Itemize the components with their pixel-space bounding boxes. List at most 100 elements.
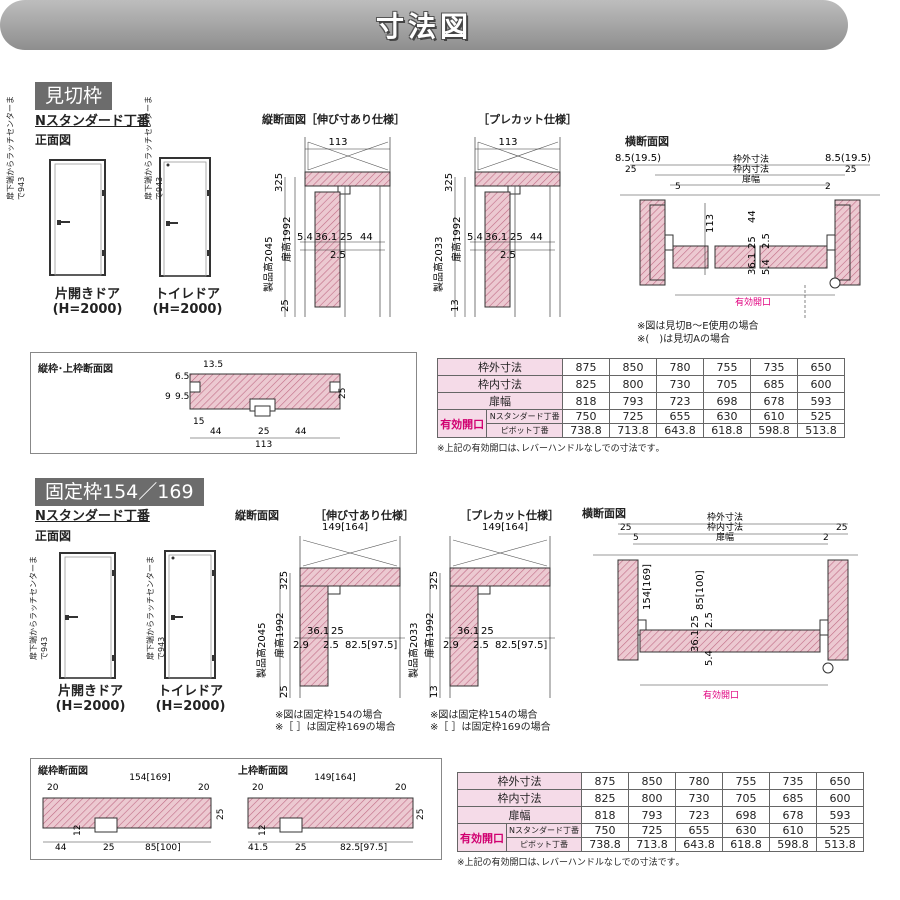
dim-82-5: 82.5[97.5] bbox=[345, 640, 397, 651]
dim-2-5: 2.5 bbox=[500, 250, 516, 261]
section2-label: 固定枠154／169 bbox=[35, 478, 204, 506]
section1-front-view-title: 正面図 bbox=[35, 133, 72, 147]
section1-vertical-section-stretch: 113 325 製品高2045 扉高1992 5.4 36.1 25 44 2.… bbox=[262, 137, 391, 317]
dim-113-h: 113 bbox=[705, 214, 716, 233]
section1-door2-label: トイレドア(H=2000) bbox=[152, 287, 223, 317]
dim-25: 25 bbox=[331, 626, 344, 637]
section1-precut-title: ［プレカット仕様］ bbox=[478, 113, 577, 126]
section2-latch-note-1: 扉下端からラッチセンターまで943 bbox=[29, 556, 49, 660]
dim-outer: 枠外寸法 bbox=[707, 511, 743, 523]
section2-frame-vert-drawing: 154[169] 20 20 12 25 44 25 85[100] bbox=[42, 773, 226, 853]
dim-25-left: 25 bbox=[620, 523, 631, 533]
dim-8-5-left: 8.5(19.5) bbox=[615, 153, 661, 164]
dim-325: 325 bbox=[274, 173, 285, 192]
dim-44: 44 bbox=[530, 232, 543, 243]
section1-subtitle: Nスタンダード丁番 bbox=[35, 114, 150, 129]
dim-door-height: 扉高1992 bbox=[280, 217, 293, 262]
dim-2-5-h: 2.5 bbox=[704, 612, 715, 628]
section1-vertical-section-title: 縦断面図［伸び寸あり仕様］ bbox=[262, 113, 405, 126]
dim-41-5: 41.5 bbox=[248, 843, 268, 853]
dim-149: 149[164] bbox=[482, 522, 528, 533]
dim-2-5: 2.5 bbox=[323, 640, 339, 651]
section2-door2-label: トイレドア(H=2000) bbox=[155, 684, 226, 714]
dim-44: 44 bbox=[55, 843, 67, 853]
dim-door-height: 扉高1992 bbox=[273, 613, 286, 658]
dim-9-5: 9.5 bbox=[175, 392, 189, 402]
dim-325: 325 bbox=[279, 571, 290, 590]
dim-149: 149[164] bbox=[314, 773, 355, 783]
effective-opening-label: 有効開口 bbox=[735, 296, 771, 308]
section1-frame-section-title: 縦枠･上枠断面図 bbox=[38, 364, 113, 375]
section1-hsec-note-2: ※( )は見切Aの場合 bbox=[637, 334, 731, 345]
dim-82-5: 82.5[97.5] bbox=[495, 640, 547, 651]
dim-15: 15 bbox=[193, 417, 204, 427]
dim-5-4-h: 5.4 bbox=[761, 259, 772, 275]
dim-25-right: 25 bbox=[836, 523, 847, 533]
dim-inner: 枠内寸法 bbox=[733, 163, 769, 175]
dim-product-height: 製品高2033 bbox=[432, 237, 445, 292]
dim-25: 25 bbox=[481, 626, 494, 637]
section2-door-front-views bbox=[59, 550, 216, 679]
section2-vertical-section-title: 縦断面図 bbox=[235, 509, 279, 522]
section1-latch-note-2: 扉下端からラッチセンターまで943 bbox=[144, 96, 164, 200]
dim-9: 9 bbox=[165, 392, 171, 402]
section2-vsec-note-1b: ※図は固定枠154の場合 bbox=[430, 710, 538, 721]
dim-25: 25 bbox=[340, 232, 353, 243]
dim-25: 25 bbox=[510, 232, 523, 243]
dim-2-9: 2.9 bbox=[443, 640, 459, 651]
page-title: 寸法図 bbox=[375, 10, 472, 43]
section2-horizontal-section-title: 横断面図 bbox=[582, 507, 626, 520]
section2-vsec-note-2a: ※［ ］は固定枠169の場合 bbox=[275, 722, 396, 733]
dim-44-l: 44 bbox=[210, 427, 222, 437]
dim-325: 325 bbox=[444, 173, 455, 192]
dim-113: 113 bbox=[255, 440, 272, 450]
dim-2: 2 bbox=[825, 182, 831, 192]
section1-frame-section-drawing: 13.5 6.5 9.5 9 25 15 44 25 44 113 bbox=[165, 360, 348, 450]
dim-5: 5 bbox=[675, 182, 681, 192]
dim-82-5: 82.5[97.5] bbox=[340, 843, 387, 853]
dim-8-5-right: 8.5(19.5) bbox=[825, 153, 871, 164]
section2-vsec-note-2b: ※［ ］は固定枠169の場合 bbox=[430, 722, 551, 733]
dim-154-169: 154[169] bbox=[129, 773, 170, 783]
dim-5-4: 5.4 bbox=[467, 232, 483, 243]
section2-latch-note-2: 扉下端からラッチセンターまで943 bbox=[146, 556, 166, 660]
dim-25-left: 25 bbox=[625, 165, 636, 175]
dim-outer: 枠外寸法 bbox=[733, 153, 769, 165]
dim-25-v: 25 bbox=[216, 809, 226, 820]
dim-113: 113 bbox=[328, 137, 347, 148]
dim-door-width: 扉幅 bbox=[716, 531, 734, 543]
section1-frame-section-box bbox=[30, 352, 417, 454]
section2-frame-top-title: 上枠断面図 bbox=[238, 766, 288, 777]
dim-25-h: 25 bbox=[690, 615, 701, 628]
dim-25-right: 25 bbox=[845, 165, 856, 175]
dim-36-1-h: 36.1 bbox=[747, 253, 758, 275]
dim-inner: 枠内寸法 bbox=[707, 521, 743, 533]
dim-2: 2 bbox=[823, 533, 829, 543]
dim-36-1: 36.1 bbox=[457, 626, 479, 637]
dim-25-bottom: 25 bbox=[279, 685, 290, 698]
dim-149: 149[164] bbox=[322, 522, 368, 533]
dim-5-4: 5.4 bbox=[297, 232, 313, 243]
dim-product-height: 製品高2045 bbox=[255, 623, 268, 678]
dim-20-r: 20 bbox=[198, 783, 210, 793]
dim-2-5-h: 2.5 bbox=[761, 233, 772, 249]
dim-44-r: 44 bbox=[295, 427, 307, 437]
dim-36-1-h: 36.1 bbox=[690, 630, 701, 652]
dim-12: 12 bbox=[258, 825, 268, 836]
section1-vertical-section-precut: 113 325 製品高2033 扉高1992 5.4 36.1 25 44 2.… bbox=[432, 137, 561, 317]
section2-precut-title: ［プレカット仕様］ bbox=[460, 509, 559, 522]
section1-horizontal-section: 8.5(19.5) 8.5(19.5) 枠外寸法 枠内寸法 扉幅 25 25 5… bbox=[615, 153, 880, 320]
dim-13-bottom: 13 bbox=[450, 299, 461, 312]
dim-13-5: 13.5 bbox=[203, 360, 223, 370]
dim-36-1: 36.1 bbox=[315, 232, 337, 243]
dim-product-height: 製品高2033 bbox=[407, 623, 420, 678]
dim-36-1: 36.1 bbox=[307, 626, 329, 637]
dim-325: 325 bbox=[429, 571, 440, 590]
dim-25-bottom: 25 bbox=[280, 299, 291, 312]
section2-vsec-note-1a: ※図は固定枠154の場合 bbox=[275, 710, 383, 721]
section2-front-view-title: 正面図 bbox=[35, 529, 72, 543]
dim-5: 5 bbox=[633, 533, 639, 543]
dim-25-v: 25 bbox=[416, 809, 426, 820]
section2-horizontal-section: 枠外寸法 枠内寸法 扉幅 25 25 5 2 154[169] 85[100] … bbox=[593, 511, 858, 701]
